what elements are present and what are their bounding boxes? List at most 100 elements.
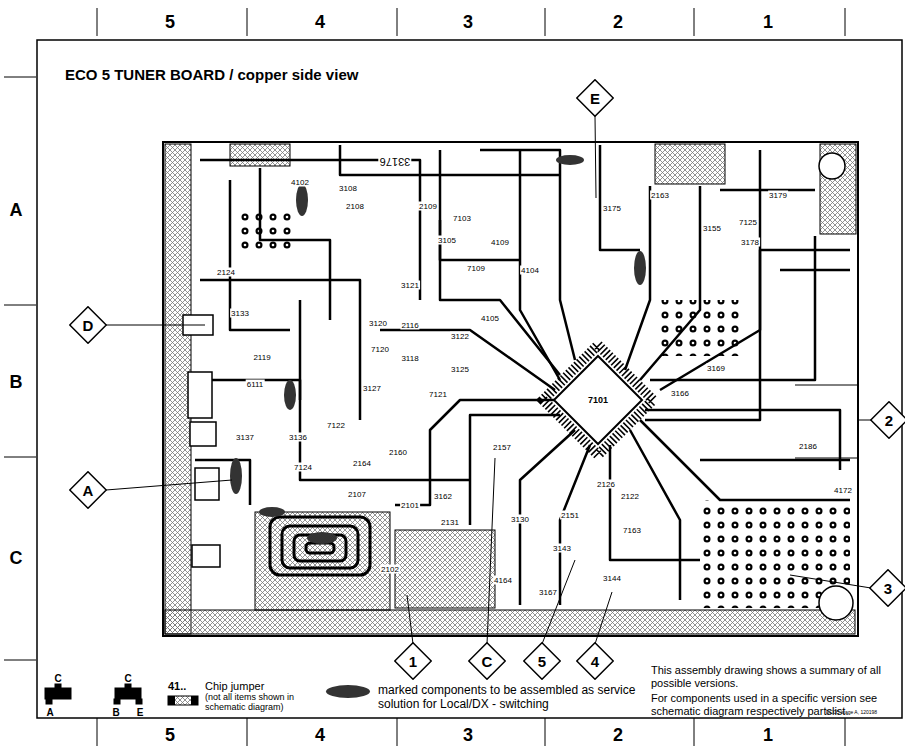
part-label: 4105 <box>480 314 500 323</box>
grid-reference: B <box>10 372 23 393</box>
callout-text: C <box>482 653 493 670</box>
part-label: 3108 <box>338 184 358 193</box>
callout-text: 4 <box>591 653 599 670</box>
grid-reference: 1 <box>763 12 773 33</box>
part-label: 3137 <box>235 433 255 442</box>
part-label: 3143 <box>552 544 572 553</box>
part-label: 7109 <box>466 264 486 273</box>
part-label: 3167 <box>538 588 558 597</box>
callout-diamond: 1 <box>394 642 432 680</box>
part-label: 2102 <box>380 565 400 574</box>
part-label: 7125 <box>738 218 758 227</box>
part-label: 33176 <box>379 156 412 168</box>
grid-reference: C <box>10 548 23 569</box>
callout-diamond: 5 <box>523 642 561 680</box>
part-label: 3122 <box>450 332 470 341</box>
part-label: 2107 <box>347 490 367 499</box>
part-label: 3125 <box>450 365 470 374</box>
part-label: 7163 <box>622 526 642 535</box>
legend-text: marked components to be assembled as ser… <box>378 683 648 711</box>
part-label: 2160 <box>388 448 408 457</box>
part-label: 3155 <box>702 224 722 233</box>
part-label: 6111 <box>246 380 265 389</box>
part-label: 2101 <box>400 501 420 510</box>
pin-letter: C <box>54 673 61 684</box>
part-label: 2124 <box>216 268 236 277</box>
part-label: 2151 <box>560 511 580 520</box>
callout-text: E <box>590 90 600 107</box>
grid-reference: 5 <box>165 725 175 746</box>
part-label: 3127 <box>362 384 382 393</box>
part-label: 2163 <box>650 191 670 200</box>
part-label: 7121 <box>428 390 448 399</box>
part-label: 2119 <box>252 353 271 362</box>
grid-reference: 5 <box>165 12 175 33</box>
part-label: 2126 <box>596 480 616 489</box>
note-text: 41.. <box>168 680 186 692</box>
grid-reference: 3 <box>463 725 473 746</box>
part-label: 4172 <box>833 486 853 495</box>
callout-text: D <box>83 317 94 334</box>
part-label: 3118 <box>400 354 419 363</box>
part-label: 2157 <box>492 443 512 452</box>
callout-text: 2 <box>885 412 893 429</box>
grid-reference: 2 <box>613 725 623 746</box>
part-label: 3179 <box>768 191 788 200</box>
part-label: 7120 <box>370 345 390 354</box>
part-label: 2186 <box>798 442 818 451</box>
part-label: 2116 <box>400 321 419 330</box>
part-label: 4164 <box>493 576 513 585</box>
part-label: 3121 <box>400 281 420 290</box>
part-label: 4109 <box>490 238 510 247</box>
part-label: 3133 <box>230 309 250 318</box>
part-label: 3130 <box>510 515 530 524</box>
grid-reference: 2 <box>613 12 623 33</box>
callout-diamond: 2 <box>870 401 905 439</box>
part-label: 3162 <box>433 492 453 501</box>
part-label: 3175 <box>602 204 622 213</box>
part-label: 3169 <box>706 364 726 373</box>
note-text: (not all items shown in schematic diagra… <box>205 692 305 712</box>
grid-reference: A <box>10 200 23 221</box>
pin-letter: E <box>137 707 144 718</box>
callout-text: A <box>83 482 94 499</box>
part-label: 3136 <box>288 433 308 442</box>
pin-letter: C <box>124 673 131 684</box>
callout-text: 1 <box>409 653 417 670</box>
part-label: 2122 <box>620 492 640 501</box>
callout-diamond: 4 <box>576 642 614 680</box>
pin-letter: B <box>112 707 119 718</box>
part-label: 3178 <box>740 238 760 247</box>
callout-text: 3 <box>884 580 892 597</box>
callout-diamond: D <box>69 306 107 344</box>
callout-diamond: E <box>576 79 614 117</box>
note-text: Chip jumper <box>205 680 264 693</box>
pin-letter: A <box>46 707 53 718</box>
part-label: 7122 <box>326 421 346 430</box>
part-label: 7124 <box>293 463 313 472</box>
part-label: 2109 <box>418 202 438 211</box>
callout-text: 5 <box>538 653 546 670</box>
part-label: 2131 <box>440 518 460 527</box>
note-text: ECO5 stage A, 120198 <box>826 709 877 715</box>
part-label: 3105 <box>437 236 457 245</box>
part-label: 4104 <box>520 266 540 275</box>
part-label: 3166 <box>670 389 690 398</box>
grid-reference: 4 <box>315 725 325 746</box>
part-label: 2164 <box>352 459 372 468</box>
part-label: 3120 <box>368 319 388 328</box>
part-label: 4102 <box>290 178 310 187</box>
callout-diamond: C <box>468 642 506 680</box>
legend-swatch <box>326 685 370 698</box>
part-label: 2108 <box>345 202 365 211</box>
part-label: 3144 <box>602 574 622 583</box>
grid-reference: 3 <box>463 12 473 33</box>
note-text: This assembly drawing shows a summary of… <box>651 664 901 690</box>
part-label: 7101 <box>587 396 609 405</box>
callout-diamond: 3 <box>869 569 905 607</box>
part-label: 7103 <box>452 214 472 223</box>
callout-diamond: A <box>69 471 107 509</box>
board-title: ECO 5 TUNER BOARD / copper side view <box>65 66 358 83</box>
grid-reference: 1 <box>763 725 773 746</box>
